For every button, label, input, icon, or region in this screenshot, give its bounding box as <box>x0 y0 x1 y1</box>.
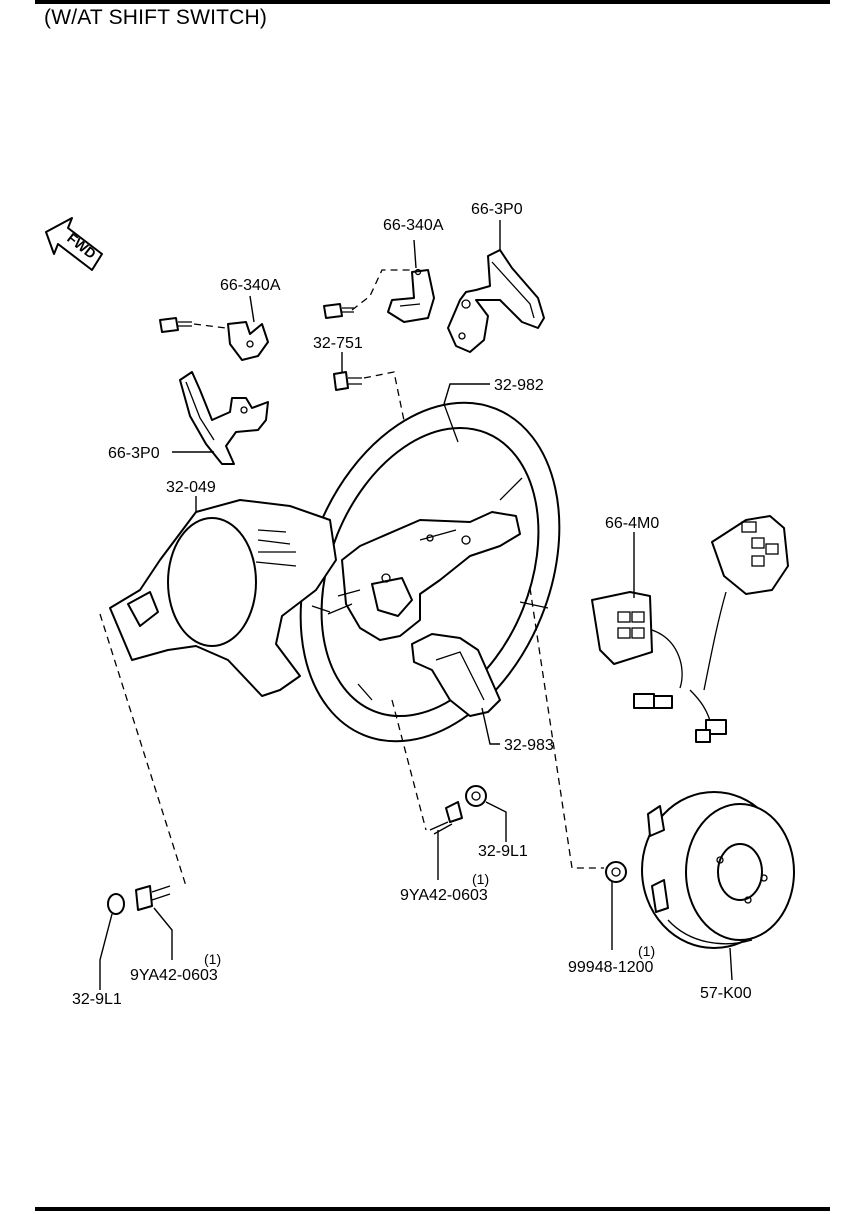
lower-trim-part[interactable] <box>411 633 501 717</box>
bracket-left-part[interactable] <box>227 321 269 361</box>
airbag-module-part[interactable] <box>641 791 795 949</box>
column-cover-part[interactable] <box>109 499 337 697</box>
callout-paddle-right: 66-3P0 <box>471 201 523 218</box>
screw-32-751-part[interactable] <box>333 371 362 391</box>
bracket-left-guide-line <box>193 323 227 329</box>
screw-left-bracket-part[interactable] <box>159 317 192 333</box>
bracket-right-guide-line <box>351 269 414 311</box>
bolt-left-part[interactable] <box>135 885 171 911</box>
page-title: (W/AT SHIFT SWITCH) <box>44 6 268 29</box>
callout-screw: 32-751 <box>313 335 363 352</box>
screw-guide-line <box>363 371 409 441</box>
callout-bracket-right: 66-340A <box>383 217 444 234</box>
callout-switch-assy: 66-4M0 <box>605 515 659 532</box>
paddle-left-part[interactable] <box>179 371 269 465</box>
callout-bolt-center: 9YA42-0603 <box>400 887 488 904</box>
nut-airbag-part[interactable] <box>605 861 627 883</box>
paddle-right-part[interactable] <box>447 249 545 353</box>
callout-cover: 32-049 <box>166 479 216 496</box>
callout-nut-airbag-qty: (1) <box>638 943 655 959</box>
leader-lines <box>99 220 733 990</box>
screw-right-bracket-part[interactable] <box>323 303 354 319</box>
callout-bolt-left-qty: (1) <box>204 951 221 967</box>
callout-lower-trim: 32-983 <box>504 737 554 754</box>
bolt-center-part[interactable] <box>429 801 463 835</box>
top-border-rule <box>35 0 830 4</box>
nut-airbag-guide-line <box>529 587 604 869</box>
callout-wheel-rim: 32-982 <box>494 377 544 394</box>
callout-nut-center: 32-9L1 <box>478 843 528 860</box>
nut-left-part[interactable] <box>107 893 125 915</box>
callout-bolt-center-qty: (1) <box>472 871 489 887</box>
nut-center-part[interactable] <box>465 785 487 807</box>
switch-assy-part[interactable] <box>591 515 789 743</box>
callout-nut-left: 32-9L1 <box>72 991 122 1008</box>
callout-bracket-left: 66-340A <box>220 277 281 294</box>
bracket-right-part[interactable] <box>387 268 435 323</box>
bottom-border-rule <box>35 1207 830 1211</box>
fwd-arrow-icon: FWD <box>45 217 103 271</box>
steering-hub-part[interactable] <box>327 511 521 641</box>
callout-bolt-left: 9YA42-0603 <box>130 967 218 984</box>
callout-nut-airbag: 99948-1200 <box>568 959 654 976</box>
bolt-center-guide-line <box>391 699 427 831</box>
callout-paddle-left: 66-3P0 <box>108 445 160 462</box>
callout-airbag: 57-K00 <box>700 985 752 1002</box>
